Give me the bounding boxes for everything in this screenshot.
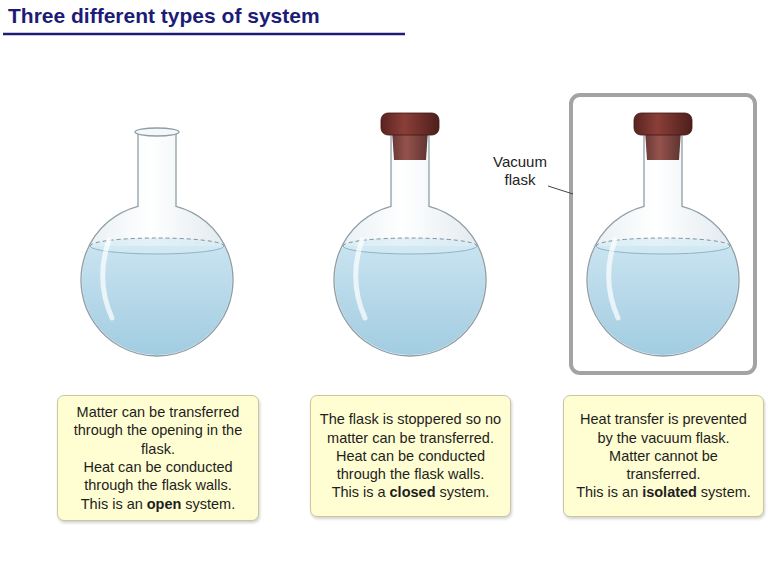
stopper xyxy=(634,113,692,135)
system-type: closed xyxy=(390,484,436,500)
box-text: This is an xyxy=(81,496,143,512)
box-text: system. xyxy=(185,496,235,512)
box-line: This is aclosedsystem. xyxy=(319,483,502,501)
flask-lip xyxy=(135,128,179,136)
caption-box: Matter can be transferred through the op… xyxy=(57,395,259,521)
vacuum-flask xyxy=(571,95,755,373)
box-text: The flask is stoppered so no matter can … xyxy=(319,410,502,447)
box-text: Matter can be transferred through the op… xyxy=(66,403,250,458)
leader-line xyxy=(548,186,573,194)
box-text: This is an xyxy=(576,484,638,500)
box-line: This is anisolatedsystem. xyxy=(572,483,755,501)
caption-box: Heat transfer is prevented by the vacuum… xyxy=(563,395,764,517)
box-text: system. xyxy=(439,484,489,500)
title-underline xyxy=(3,33,405,36)
system-type: open xyxy=(147,496,182,512)
box-text: Heat can be conducted through the flask … xyxy=(66,458,250,495)
caption-box: The flask is stoppered so no matter can … xyxy=(310,395,511,517)
callout-label: Vacuum flask xyxy=(486,153,554,189)
stopper xyxy=(381,113,439,135)
box-line: This is anopensystem. xyxy=(66,495,250,513)
box-text: Heat can be conducted through the flask … xyxy=(319,447,502,484)
system-type: isolated xyxy=(642,484,697,500)
title: Three different types of system xyxy=(8,4,320,28)
flask xyxy=(81,128,233,362)
box-text: system. xyxy=(701,484,751,500)
flask xyxy=(334,113,486,362)
box-text: Heat transfer is prevented by the vacuum… xyxy=(572,410,755,447)
box-text: This is a xyxy=(332,484,386,500)
box-text: Matter cannot be transferred. xyxy=(572,447,755,484)
flask xyxy=(587,113,739,362)
